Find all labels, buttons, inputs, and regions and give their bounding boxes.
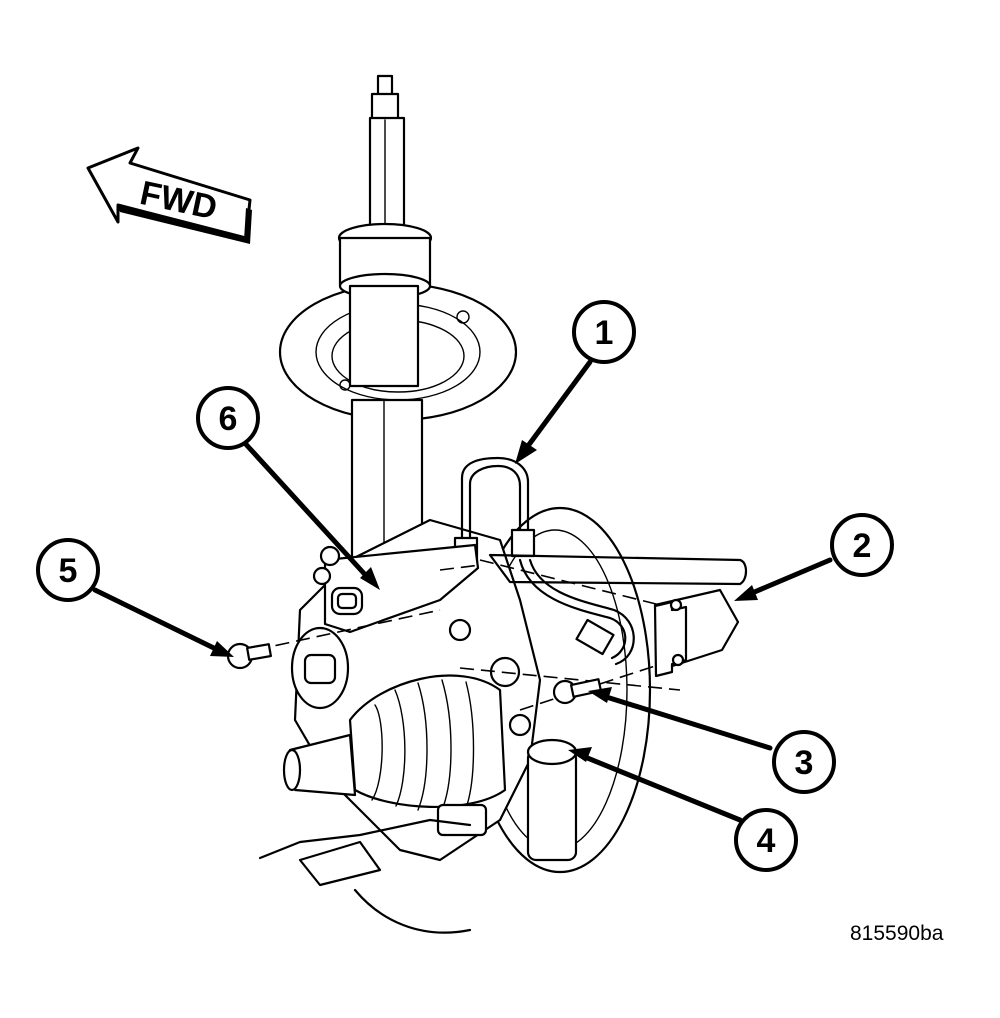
callout-6: 6 (196, 386, 260, 450)
fwd-arrow: FWD (86, 146, 252, 244)
callout-4-label: 4 (757, 822, 776, 860)
callout-5: 5 (36, 538, 100, 602)
cv-joint-boot (282, 674, 507, 811)
bolt-5 (226, 642, 272, 670)
bolt-3 (552, 678, 603, 705)
tie-rod-end (436, 738, 578, 862)
lower-control-arm (258, 818, 472, 934)
callout-3-label: 3 (795, 744, 814, 782)
callout-1: 1 (572, 300, 636, 364)
wheel-speed-sensor (488, 553, 748, 678)
callout-2-label: 2 (853, 527, 872, 565)
hose-bracket (312, 543, 480, 634)
fwd-label: FWD (137, 174, 221, 227)
figure-id: 815590ba (850, 922, 944, 945)
leader-lines (92, 359, 833, 823)
callout-4: 4 (734, 808, 798, 872)
callout-1-label: 1 (595, 314, 614, 352)
callout-2: 2 (830, 513, 894, 577)
callout-6-label: 6 (219, 400, 238, 438)
strut-body (337, 222, 433, 562)
callout-5-label: 5 (59, 552, 78, 590)
callout-3: 3 (772, 730, 836, 794)
